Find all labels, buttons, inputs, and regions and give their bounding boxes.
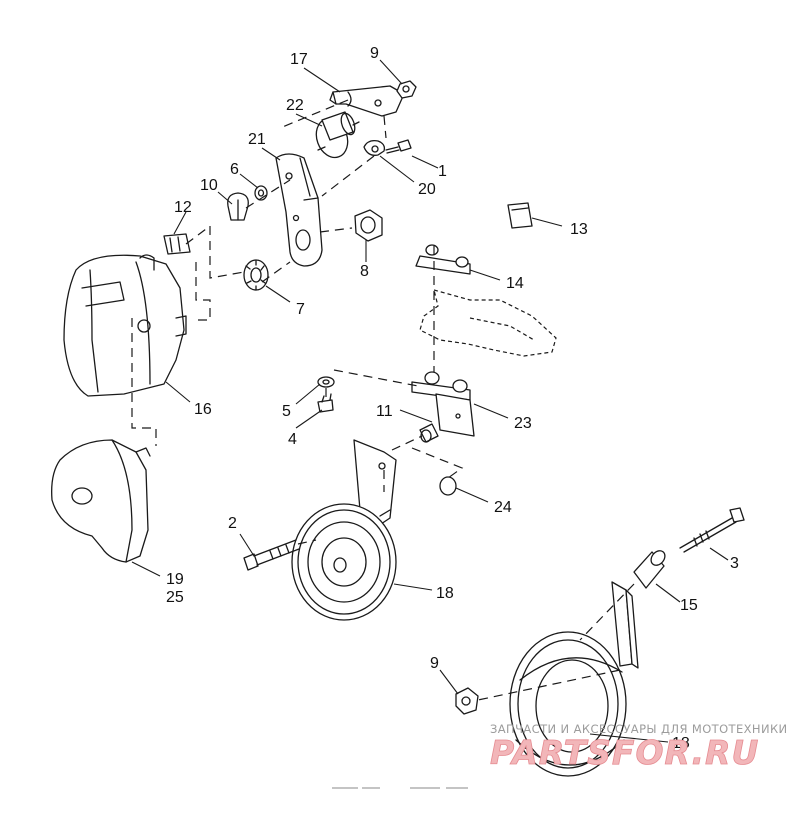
part-9-nut-lower	[455, 687, 479, 715]
part-5-washer	[317, 376, 335, 388]
part-10-acorn-nut	[227, 192, 249, 221]
callout-25: 25	[166, 589, 184, 606]
callout-17: 17	[290, 51, 308, 68]
callout-6: 6	[230, 161, 239, 178]
callout-8: 8	[360, 263, 369, 280]
callout-15: 15	[680, 597, 698, 614]
part-15-sleeve	[633, 550, 666, 589]
part-18-disc-horn-upper	[291, 439, 397, 621]
watermark-caption: ЗАПЧАСТИ И АКСЕССУАРЫ ДЛЯ МОТОТЕХНИКИ	[490, 722, 788, 736]
part-19-horn	[51, 439, 151, 563]
part-7-lock-washer	[243, 259, 269, 291]
frame-outline-ghost	[419, 289, 557, 357]
callout-23: 23	[514, 415, 532, 432]
callout-7: 7	[296, 301, 305, 318]
callout-22: 22	[286, 97, 304, 114]
callout-4: 4	[288, 431, 297, 448]
part-1-screw	[385, 139, 412, 154]
watermark: ЗАПЧАСТИ И АКСЕССУАРЫ ДЛЯ МОТОТЕХНИКИ PA…	[490, 722, 788, 772]
part-22-rubber-mount	[315, 111, 360, 159]
callout-11: 11	[376, 403, 393, 420]
part-13-connector	[507, 202, 533, 229]
callout-19: 19	[166, 571, 184, 588]
watermark-logo: PARTSFOR.RU	[490, 733, 759, 772]
part-11-spacer	[419, 423, 439, 443]
callout-9-lower: 9	[430, 655, 439, 672]
callout-14: 14	[506, 275, 524, 292]
part-17-bracket	[329, 85, 405, 117]
part-4-screw	[317, 393, 334, 413]
part-2-bolt	[243, 539, 300, 571]
part-23-bracket	[411, 371, 475, 437]
part-3-long-bolt	[679, 507, 745, 553]
callout-18-upper: 18	[436, 585, 454, 602]
callout-21: 21	[248, 131, 266, 148]
callout-10: 10	[200, 177, 218, 194]
callout-2: 2	[228, 515, 237, 532]
callout-3: 3	[730, 555, 739, 572]
callout-20: 20	[418, 181, 436, 198]
callout-labels: 17 9 22 21 1 20 6 10 12 13 8 14 7 16 5 4…	[166, 45, 739, 752]
callout-5: 5	[282, 403, 291, 420]
callout-12: 12	[174, 199, 192, 216]
callout-24: 24	[494, 499, 512, 516]
callout-18-lower: 18	[672, 735, 690, 752]
callout-16: 16	[194, 401, 212, 418]
part-14-stud-plate	[415, 244, 471, 275]
callout-13: 13	[570, 221, 588, 238]
part-24-cap	[439, 476, 457, 496]
part-12-connector	[163, 233, 191, 255]
part-21-mounting-plate	[275, 153, 323, 267]
part-9-nut-top	[396, 80, 417, 99]
assembly-centerlines	[131, 99, 635, 701]
callout-1: 1	[438, 163, 447, 180]
part-16-horn-cover	[63, 254, 187, 397]
leader-lines	[131, 59, 729, 743]
part-8-hex-nut	[354, 209, 383, 242]
callout-9-top: 9	[370, 45, 379, 62]
part-20-clip	[363, 139, 386, 156]
part-18-horn-lower	[509, 581, 639, 777]
